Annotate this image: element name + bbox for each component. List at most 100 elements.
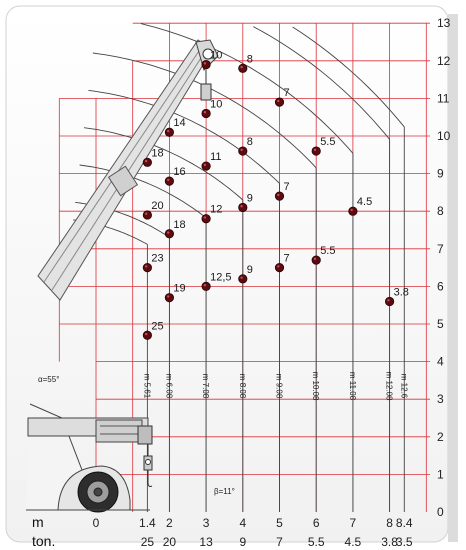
load-point bbox=[274, 262, 285, 273]
load-point-highlight bbox=[313, 148, 317, 152]
y-tick-label: 7 bbox=[437, 242, 444, 256]
load-points: 251923201818161412,51211101099887775.55.… bbox=[142, 50, 409, 340]
load-point-label: 3.8 bbox=[394, 286, 409, 298]
ton-value-label: 25 bbox=[141, 535, 155, 549]
load-point-label: 18 bbox=[151, 147, 163, 159]
load-point-highlight bbox=[167, 129, 170, 133]
load-point-label: 9 bbox=[247, 264, 253, 276]
load-point-label: 8 bbox=[247, 53, 253, 65]
radius-arc bbox=[140, 23, 354, 154]
load-point-label: 7 bbox=[284, 253, 290, 265]
load-point-label: 10 bbox=[210, 98, 222, 110]
y-tick-label: 6 bbox=[437, 279, 444, 293]
y-tick-label: 13 bbox=[437, 16, 451, 30]
ton-value-label: 13 bbox=[199, 535, 213, 549]
load-point-highlight bbox=[203, 111, 207, 114]
load-point-label: 18 bbox=[173, 219, 185, 231]
y-tick-label: 1 bbox=[437, 467, 444, 481]
load-point bbox=[238, 274, 248, 284]
y-tick-label: 12 bbox=[437, 54, 451, 68]
radius-arc bbox=[88, 89, 280, 184]
load-point-highlight bbox=[203, 216, 207, 219]
load-point-highlight bbox=[277, 193, 280, 197]
load-point bbox=[238, 202, 248, 213]
load-point bbox=[311, 255, 321, 265]
boom-length-label: m 12.6 bbox=[399, 374, 408, 399]
load-point-label: 12 bbox=[210, 204, 222, 216]
boom-length-label: m 12.08 bbox=[385, 372, 394, 401]
load-point bbox=[238, 63, 248, 73]
load-point-highlight bbox=[144, 332, 148, 336]
load-point bbox=[142, 210, 152, 220]
load-point-highlight bbox=[167, 178, 170, 182]
load-point-label: 20 bbox=[151, 200, 163, 212]
radius-arc bbox=[292, 26, 405, 128]
boom-length-label: m 9.08 bbox=[275, 374, 284, 399]
load-point bbox=[164, 293, 174, 303]
load-point-label: 10 bbox=[210, 50, 222, 62]
boom-length-label: m 6.08 bbox=[164, 374, 173, 399]
y-tick-label: 3 bbox=[437, 392, 444, 406]
load-point bbox=[142, 157, 152, 167]
load-point bbox=[348, 206, 358, 216]
load-point-label: 7 bbox=[284, 87, 290, 99]
ton-value-label: 7 bbox=[276, 535, 283, 549]
load-point-highlight bbox=[203, 163, 207, 167]
radius-arc bbox=[79, 164, 207, 219]
radius-arc bbox=[253, 26, 390, 140]
load-point-label: 14 bbox=[173, 117, 185, 129]
boom-length-label: m 8.08 bbox=[238, 374, 247, 399]
load-point-label: 19 bbox=[173, 283, 185, 295]
load-point-label: 5.5 bbox=[320, 136, 335, 148]
x-tick-label: 6 bbox=[313, 516, 320, 530]
load-point bbox=[201, 161, 211, 171]
load-point-label: 11 bbox=[210, 151, 221, 163]
x-tick-label: 4 bbox=[239, 516, 246, 530]
load-point bbox=[201, 214, 211, 224]
load-point-label: 5.5 bbox=[320, 245, 335, 257]
load-point bbox=[164, 176, 174, 186]
ton-axis-unit-label: ton. bbox=[32, 533, 55, 549]
load-point-highlight bbox=[277, 99, 280, 103]
load-point bbox=[238, 146, 248, 156]
load-point-highlight bbox=[277, 265, 280, 268]
x-tick-label: 3 bbox=[203, 516, 210, 530]
y-tick-label: 0 bbox=[437, 505, 444, 519]
load-point-label: 25 bbox=[151, 320, 163, 332]
load-point-label: 23 bbox=[151, 253, 163, 265]
y-tick-label: 8 bbox=[437, 204, 444, 218]
load-point-label: 7 bbox=[284, 181, 290, 193]
y-tick-label: 4 bbox=[437, 355, 444, 369]
x-axis-unit-label: m bbox=[32, 514, 44, 530]
load-point bbox=[142, 262, 152, 273]
x-tick-label: 5 bbox=[276, 516, 283, 530]
load-point-highlight bbox=[167, 295, 170, 298]
load-point bbox=[274, 97, 285, 107]
y-tick-label: 5 bbox=[437, 317, 444, 331]
boom-length-label: m 7.08 bbox=[201, 374, 210, 399]
load-point-label: 16 bbox=[173, 166, 185, 178]
x-tick-label: 7 bbox=[350, 516, 357, 530]
load-point bbox=[164, 229, 174, 239]
beta-angle-label: β=11° bbox=[214, 487, 235, 496]
alpha-angle-label: α=55° bbox=[38, 375, 59, 384]
x-tick-label: 8.4 bbox=[396, 516, 413, 530]
x-tick-label: 2 bbox=[166, 516, 173, 530]
load-point bbox=[274, 191, 285, 201]
x-tick-label: 8 bbox=[386, 516, 393, 530]
boom-length-label: m 10.08 bbox=[311, 372, 320, 401]
load-point-highlight bbox=[240, 65, 243, 69]
load-point bbox=[142, 330, 152, 340]
boom-length-label: m 11.08 bbox=[348, 372, 357, 401]
load-point bbox=[311, 146, 321, 156]
load-point-highlight bbox=[240, 148, 243, 152]
load-point-label: 8 bbox=[247, 136, 253, 148]
load-point-highlight bbox=[240, 276, 243, 279]
crane-illustration-icon bbox=[26, 39, 219, 513]
y-tick-label: 2 bbox=[437, 430, 444, 444]
load-point bbox=[164, 127, 174, 137]
ton-value-label: 3.8 bbox=[381, 535, 398, 549]
